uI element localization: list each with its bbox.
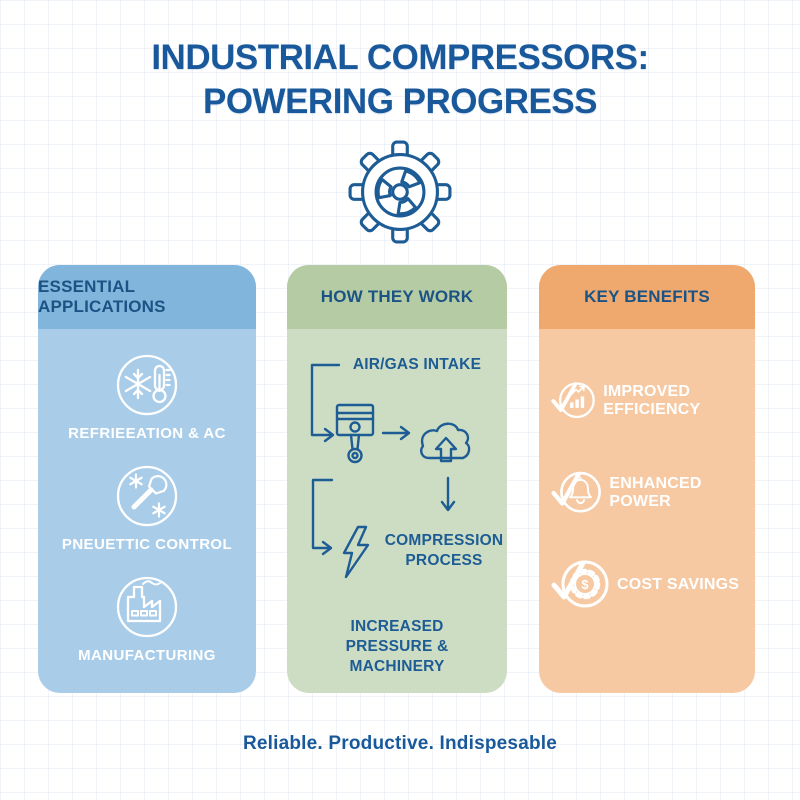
cloud-upload-icon bbox=[420, 422, 471, 463]
benefit-label: ENHANCED POWER bbox=[609, 475, 702, 510]
app-item-label: REFRIEEATION & AC bbox=[68, 425, 226, 442]
benefits-column: KEY BENEFITS IMPROVED EFFICIENCY bbox=[539, 265, 755, 693]
how-column: HOW THEY WORK bbox=[287, 265, 507, 693]
outcome-label: INCREASED PRESSURE & MACHINERY bbox=[345, 618, 449, 675]
benefit-label: COST SAVINGS bbox=[617, 576, 740, 593]
benefit-item-savings: $ COST SAVINGS bbox=[551, 556, 747, 614]
page-title: INDUSTRIAL COMPRESSORS: POWERING PROGRES… bbox=[0, 36, 800, 124]
gear-fan-icon bbox=[348, 140, 452, 244]
app-item-label: MANUFACTURING bbox=[78, 647, 216, 664]
applications-column: ESSENTIAL APPLICATIONS bbox=[38, 265, 256, 693]
benefit-item-power: ENHANCED POWER bbox=[551, 464, 747, 522]
benefits-header: KEY BENEFITS bbox=[539, 265, 755, 329]
compression-process-label: COMPRESSION PROCESS bbox=[384, 532, 504, 569]
wrench-snowflakes-icon bbox=[116, 465, 178, 527]
app-item-pneumatic: PNEUETTIC CONTROL bbox=[62, 464, 232, 553]
benefits-body: IMPROVED EFFICIENCY ENHANCED POWER bbox=[539, 329, 755, 614]
page-title-line1: INDUSTRIAL COMPRESSORS: bbox=[151, 38, 649, 77]
flow-diagram bbox=[310, 363, 471, 579]
check-bar-chart-icon bbox=[551, 382, 595, 419]
check-gear-dollar-icon: $ bbox=[551, 560, 609, 608]
check-bell-icon bbox=[551, 471, 601, 513]
lightning-icon bbox=[342, 525, 370, 579]
footer-tagline: Reliable. Productive. Indispesable bbox=[242, 733, 558, 754]
applications-header: ESSENTIAL APPLICATIONS bbox=[38, 265, 256, 329]
benefit-item-efficiency: IMPROVED EFFICIENCY bbox=[551, 372, 747, 430]
app-item-manufacturing: MANUFACTURING bbox=[78, 575, 216, 664]
intake-label: AIR/GAS INTAKE bbox=[352, 356, 482, 373]
applications-body: REFRIEEATION & AC PN bbox=[38, 329, 256, 664]
snowflake-thermometer-icon bbox=[116, 354, 178, 416]
factory-icon bbox=[116, 576, 178, 638]
app-item-label: PNEUETTIC CONTROL bbox=[61, 536, 233, 553]
page-title-line2: POWERING PROGRESS bbox=[202, 82, 598, 121]
benefit-label: IMPROVED EFFICIENCY bbox=[603, 383, 701, 418]
how-header: HOW THEY WORK bbox=[287, 265, 507, 329]
piston-icon bbox=[335, 403, 375, 464]
app-item-refrigeration: REFRIEEATION & AC bbox=[68, 353, 226, 442]
dollar-glyph: $ bbox=[581, 577, 589, 592]
